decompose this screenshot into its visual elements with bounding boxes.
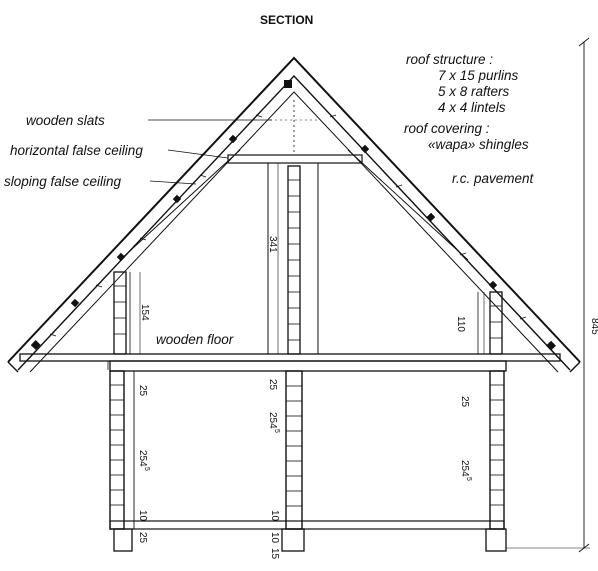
rc-pavement-label: r.c. pavement [452, 171, 535, 186]
roof-covering-item: «wapa» shingles [428, 137, 529, 152]
leader-lines [148, 119, 272, 185]
left-knee-wall [113, 271, 127, 355]
left-wall-hatch [110, 384, 124, 506]
base-center-value: 10 [269, 510, 280, 522]
wall-right-dim: 254 5 [459, 460, 472, 481]
foundation-right [485, 528, 507, 552]
wall-left-sup: 5 [143, 467, 150, 471]
wooden-floor [19, 353, 561, 362]
foundation-center [281, 528, 305, 552]
wall-right-sup: 5 [465, 477, 472, 481]
total-height-dimension [506, 37, 590, 553]
wall-left-value: 254 [137, 450, 148, 467]
center-wall [285, 370, 303, 530]
wall-center-value: 254 [267, 412, 278, 429]
ground-floor [109, 370, 507, 552]
roof-structure-item: 4 x 4 lintels [438, 100, 506, 115]
sloping-false-ceiling-right [347, 149, 469, 261]
purlin-block [30, 340, 41, 350]
plinth-center-b-value: 15 [269, 548, 280, 560]
purlin-block [488, 280, 498, 290]
purlin-block [360, 144, 370, 154]
right-eave-end [569, 361, 581, 373]
ground-slab [109, 520, 505, 530]
purlin-block [546, 340, 556, 351]
ridge-block [284, 80, 292, 88]
purlin-block [70, 298, 80, 308]
floor-left-value: 25 [137, 385, 148, 397]
plinth-left-value: 25 [137, 532, 148, 544]
horizontal-false-ceiling-label: horizontal false ceiling [10, 143, 143, 158]
roof-structure-item: 7 x 15 purlins [438, 68, 519, 83]
drawing-title: SECTION [260, 13, 313, 27]
right-knee-value: 110 [455, 316, 466, 332]
horizontal-false-ceiling [227, 154, 363, 164]
total-height-value: 845 [589, 318, 598, 335]
wall-center-sup: 5 [273, 429, 280, 433]
roof-rafter-line [17, 74, 571, 371]
plinth-center-a-value: 10 [269, 532, 280, 544]
purlin-block [228, 134, 238, 144]
purlin-block [172, 194, 182, 204]
base-left-value: 10 [137, 510, 148, 522]
rc-slab [109, 360, 507, 372]
sloping-false-ceiling-label: sloping false ceiling [4, 174, 122, 189]
roof-structure-item: 5 x 8 rafters [438, 84, 510, 99]
roof-outer-line [7, 56, 581, 363]
floor-center-value: 25 [267, 379, 278, 391]
left-eave-end [7, 361, 19, 373]
left-knee-value: 154 [139, 304, 150, 321]
wall-center-dim: 254 5 [267, 412, 280, 433]
wooden-floor-label: wooden floor [156, 332, 234, 347]
ceilings [119, 100, 469, 261]
foundation-left [113, 528, 133, 552]
floor-right-value: 25 [459, 396, 470, 408]
upper-structure [19, 163, 561, 372]
purlin-block [426, 212, 436, 222]
purlin-block [116, 252, 126, 262]
sloping-false-ceiling [119, 149, 241, 261]
center-column-hatch [288, 179, 300, 341]
wall-left-dim: 254 5 [137, 450, 150, 471]
roof-structure-heading: roof structure : [406, 52, 493, 67]
roof-inner-line [29, 91, 559, 373]
right-wall-hatch [490, 384, 504, 506]
upper-height-value: 341 [267, 236, 278, 253]
center-wall-hatch [286, 385, 302, 507]
roof-covering-heading: roof covering : [404, 121, 490, 136]
wooden-slats-label: wooden slats [26, 113, 105, 128]
wall-right-value: 254 [459, 460, 470, 477]
